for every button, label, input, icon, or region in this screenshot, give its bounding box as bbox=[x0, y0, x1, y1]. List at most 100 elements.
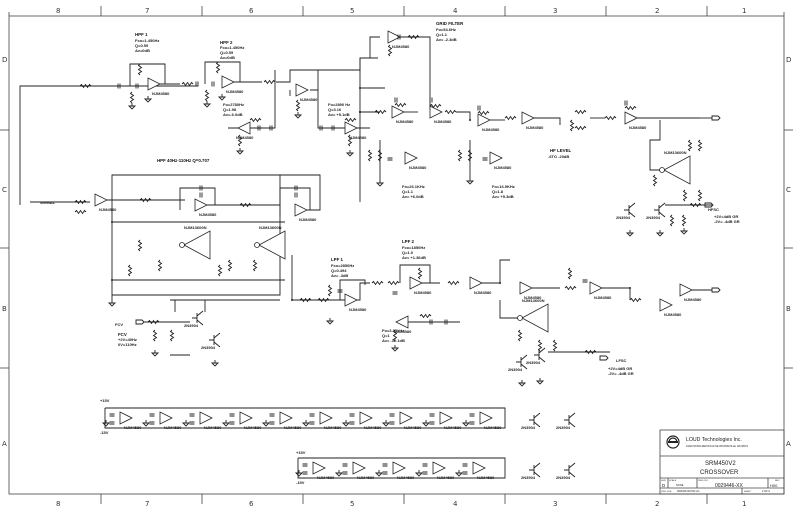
capacitor-symbol bbox=[199, 192, 203, 198]
opamp-symbol: NJM4580 bbox=[479, 411, 502, 430]
ground-icon bbox=[235, 148, 245, 155]
opamp-symbol: NJM4580 bbox=[319, 411, 342, 430]
opamp-triangle bbox=[159, 411, 173, 425]
opamp-symbol: NJM4580 bbox=[404, 151, 427, 170]
lpf2-title: LPF 2 bbox=[402, 239, 415, 244]
wire bbox=[456, 111, 471, 120]
ground-icon bbox=[210, 360, 220, 367]
transistor-body bbox=[534, 347, 546, 363]
eq3-stage: Fo=26.1KHz Q=1.1 Av= +6.0dB bbox=[402, 184, 425, 199]
component-label: -15V bbox=[100, 430, 109, 435]
vca-ref: NJM13600N bbox=[259, 225, 282, 230]
eq1-stage: Fo=2780Hz Q=1.98 Av=-6.0dB bbox=[223, 102, 244, 117]
vca-ref: NJM13600N bbox=[664, 150, 687, 155]
wire bbox=[204, 61, 241, 84]
opamp-symbol: NJM4580 bbox=[359, 411, 382, 430]
hpf-sweep-title: HPF 40Hz-110Hz Q=0.707 bbox=[157, 158, 210, 163]
rev-value: H00 bbox=[770, 483, 778, 488]
hpf1-fco: Fco=1.450Hz bbox=[135, 38, 159, 43]
ground-icon bbox=[679, 228, 689, 235]
opamp-ref: NJM4580 bbox=[396, 119, 414, 124]
resistor-symbol bbox=[537, 339, 543, 352]
size-label: SIZE bbox=[661, 480, 666, 482]
zone-label: D bbox=[786, 56, 791, 64]
resistor-symbol bbox=[457, 149, 463, 162]
grid-filter-stage: GRID FILTER Fo=54.6Hz Q=1.1 Av= -2.3dB bbox=[436, 21, 464, 42]
ground-icon bbox=[625, 230, 635, 237]
capacitor-symbol bbox=[337, 289, 343, 293]
capacitor-symbol bbox=[189, 421, 195, 425]
resistor-symbol bbox=[127, 264, 133, 277]
eq1-fo: Fo=2780Hz bbox=[223, 102, 244, 107]
capacitor-symbol bbox=[302, 471, 308, 475]
resistor-symbol bbox=[669, 214, 675, 227]
opamp-triangle bbox=[477, 113, 491, 127]
opamp-ref: NJM4580 bbox=[664, 312, 682, 317]
hpf1-q: Q=0.59 bbox=[135, 43, 149, 48]
ground-icon bbox=[655, 230, 665, 237]
capacitor-symbol bbox=[429, 413, 435, 417]
wire bbox=[179, 187, 216, 210]
wire bbox=[112, 175, 281, 296]
fcv-l1: +2V=40Hz bbox=[118, 337, 137, 342]
opamp-symbol: NJM4580 bbox=[429, 105, 452, 124]
opamp-ref: NJM4580 bbox=[357, 475, 375, 480]
zone-label: 3 bbox=[553, 500, 557, 508]
capacitor-symbol bbox=[302, 463, 308, 467]
opamp-ref: NJM4580 bbox=[482, 127, 500, 132]
resistor-symbol bbox=[371, 280, 384, 286]
port-connector bbox=[135, 319, 145, 325]
ground-icon bbox=[202, 101, 212, 108]
resistor-symbol bbox=[347, 134, 353, 147]
wire bbox=[534, 117, 561, 125]
opamp-triangle bbox=[352, 461, 366, 475]
opamp-triangle bbox=[344, 121, 358, 135]
capacitor-symbol bbox=[397, 34, 401, 40]
zone-label: 5 bbox=[350, 7, 354, 15]
scale-label: SCALE bbox=[669, 479, 677, 482]
resistor-symbol bbox=[215, 61, 221, 74]
opamp-symbol: NJM4580 bbox=[521, 111, 544, 130]
ground-icon bbox=[325, 318, 335, 325]
zone-label: B bbox=[786, 305, 791, 313]
opamp-triangle bbox=[472, 461, 486, 475]
capacitor-symbol bbox=[117, 83, 121, 89]
capacitor-symbol bbox=[294, 185, 298, 191]
opamp-ref: NJM4580 bbox=[317, 475, 335, 480]
capacitor-symbol bbox=[469, 421, 475, 425]
capacitor-symbol bbox=[269, 413, 275, 417]
transistor-symbol: 2N3904 bbox=[556, 462, 576, 480]
junction-dot bbox=[499, 282, 501, 284]
zone-label: B bbox=[2, 305, 7, 313]
capacitor-symbol bbox=[135, 83, 139, 89]
resistor-symbol bbox=[682, 189, 688, 202]
ground-icon bbox=[454, 470, 464, 477]
resistor-symbol bbox=[604, 115, 617, 121]
capacitor-symbol bbox=[229, 413, 235, 417]
opamp-triangle bbox=[312, 461, 326, 475]
capacitor-symbol bbox=[429, 319, 433, 325]
resistor-symbol bbox=[584, 349, 597, 355]
opamp-symbol: NJM4580 bbox=[119, 411, 142, 430]
opamp-symbol: NJM4580 bbox=[439, 411, 462, 430]
transistor-ref: 2N3904 bbox=[184, 323, 199, 328]
zone-label: A bbox=[786, 440, 791, 448]
capacitor-symbol bbox=[257, 125, 261, 131]
opamp-symbol: NJM4580 bbox=[295, 83, 318, 102]
opamp-ref: NJM4580 bbox=[204, 425, 222, 430]
capacitor-symbol bbox=[149, 421, 155, 425]
ground-icon bbox=[390, 345, 400, 352]
opamp-symbol: NJM4580 bbox=[489, 151, 512, 170]
capacitor-symbol bbox=[469, 413, 475, 417]
capacitor-symbol bbox=[309, 413, 315, 417]
ground-icon bbox=[345, 150, 355, 157]
fcv-title: FCV bbox=[118, 332, 127, 337]
resistor-symbol bbox=[407, 34, 420, 40]
opamp-ref: NJM4580 bbox=[364, 425, 382, 430]
resistor-symbol bbox=[79, 83, 92, 89]
zone-label: C bbox=[786, 186, 791, 194]
transistor-symbol: 2N3904 bbox=[521, 412, 541, 430]
grid-filter-q: Q=1.1 bbox=[436, 32, 448, 37]
lpf1-q: Q=0.494 bbox=[331, 268, 347, 273]
opamp-symbol: NJM4580 bbox=[387, 30, 410, 49]
